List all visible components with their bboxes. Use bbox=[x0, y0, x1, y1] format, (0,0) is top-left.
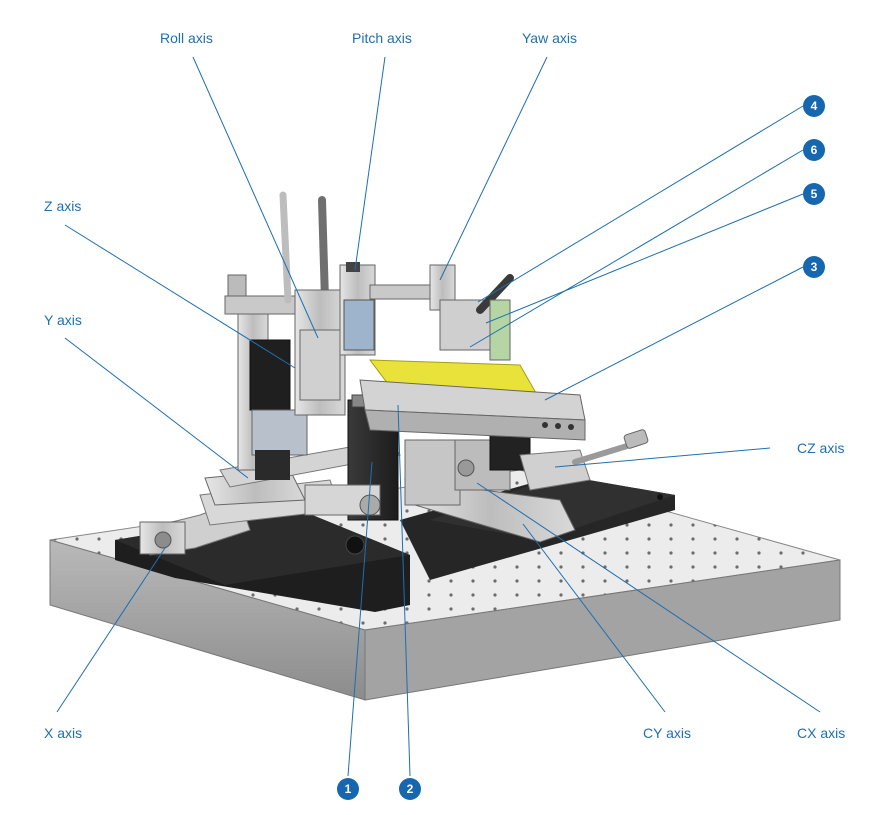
z-axis-tower bbox=[224, 274, 311, 480]
sample-tray bbox=[359, 359, 586, 441]
z-axis-label: Z axis bbox=[44, 198, 82, 214]
leader-4 bbox=[477, 105, 804, 303]
leader-pitch bbox=[354, 56, 386, 271]
leader-3 bbox=[544, 266, 804, 401]
cz-axis-label: CZ axis bbox=[797, 440, 845, 456]
badge-2: 2 bbox=[399, 778, 421, 800]
cx-axis-label: CX axis bbox=[797, 725, 846, 741]
yaw-axis-label: Yaw axis bbox=[522, 30, 577, 46]
leader-y bbox=[64, 337, 249, 479]
badge-4: 4 bbox=[803, 95, 825, 117]
leader-cy bbox=[522, 523, 666, 713]
leader-yaw bbox=[439, 56, 548, 281]
leader-x bbox=[56, 547, 166, 713]
badge-1: 1 bbox=[337, 778, 359, 800]
cy-cx-stage bbox=[404, 434, 576, 543]
badge-6: 6 bbox=[803, 139, 825, 161]
leader-cz bbox=[554, 447, 771, 468]
leader-lines bbox=[56, 56, 821, 777]
leader-6 bbox=[469, 149, 804, 348]
x-axis-label: X axis bbox=[44, 725, 83, 741]
roll-axis-label: Roll axis bbox=[160, 30, 213, 46]
leader-2 bbox=[397, 404, 411, 777]
leader-z bbox=[64, 224, 296, 369]
leader-5 bbox=[485, 193, 804, 324]
pitch-axis-label: Pitch axis bbox=[352, 30, 412, 46]
leader-roll bbox=[192, 56, 319, 339]
cy-axis-label: CY axis bbox=[643, 725, 691, 741]
leader-cx bbox=[476, 482, 821, 713]
goniometer-heads bbox=[279, 191, 514, 416]
y-axis-label: Y axis bbox=[44, 312, 82, 328]
leader-1 bbox=[347, 461, 373, 777]
badge-5: 5 bbox=[803, 183, 825, 205]
badge-3: 3 bbox=[803, 256, 825, 278]
cz-actuator bbox=[519, 429, 649, 491]
